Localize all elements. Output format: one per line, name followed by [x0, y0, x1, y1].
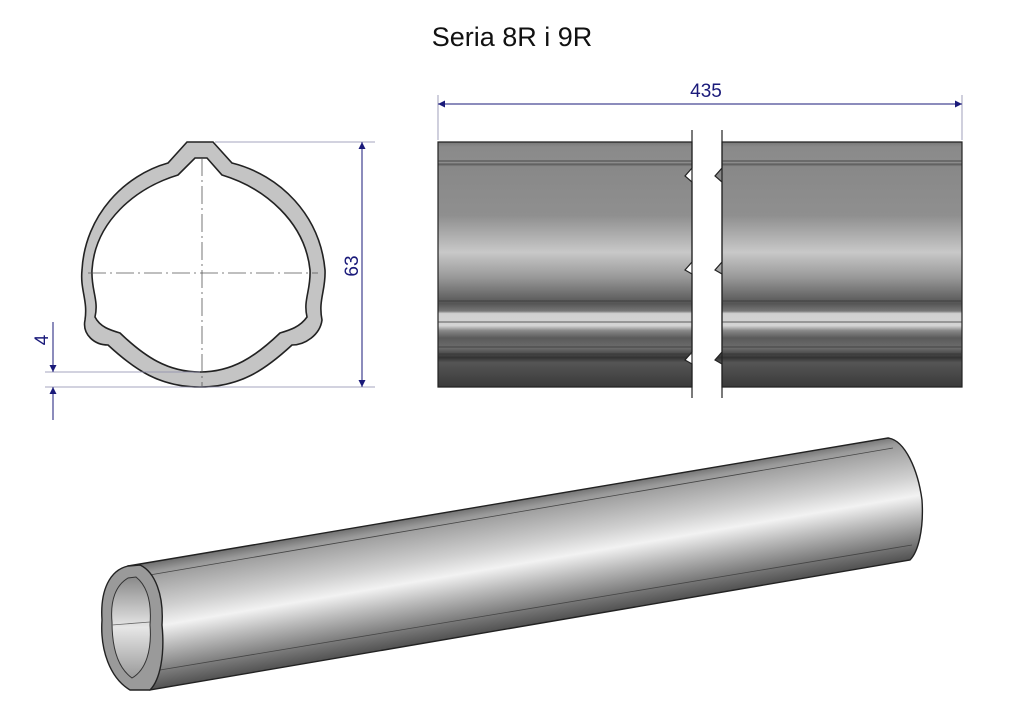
height-dimension-label: 63: [342, 255, 363, 276]
centerlines: [88, 158, 318, 386]
height-dimension: [200, 141, 375, 388]
wall-thickness-dimension: [45, 322, 200, 420]
side-view: [437, 95, 963, 398]
length-dimension-label: 435: [690, 81, 722, 102]
wall-thickness-label: 4: [32, 334, 53, 345]
cross-section-view: [80, 141, 326, 388]
isometric-tube-view: [101, 437, 924, 691]
drawing-title: Seria 8R i 9R: [431, 22, 593, 52]
